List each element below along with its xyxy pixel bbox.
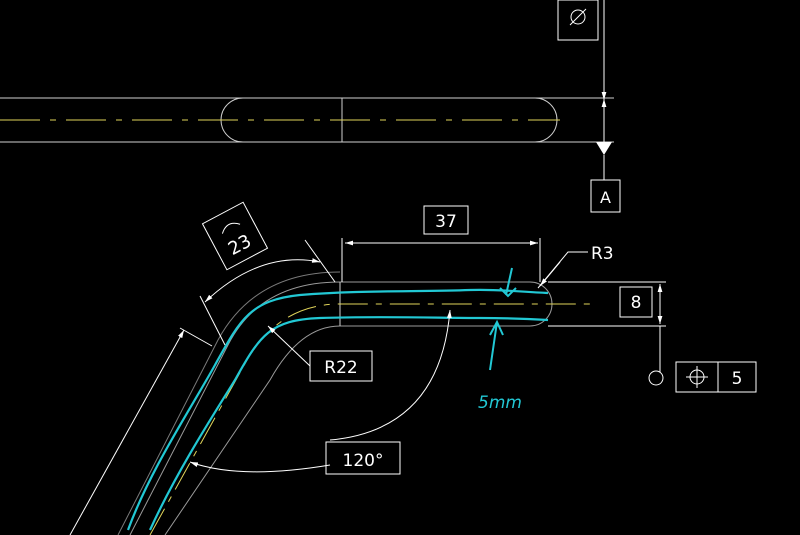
datum-label-frame: A — [590, 179, 621, 213]
markup-arrow-top — [499, 267, 517, 298]
bent-centerline — [149, 303, 590, 535]
arc-length-symbol-icon — [221, 222, 241, 234]
markup-lower-line — [148, 316, 549, 531]
bend-angle-dimension: 120° — [189, 309, 452, 475]
bend-radius-callout: R22 — [267, 325, 373, 382]
position-feature-control-frame: 5 — [648, 361, 757, 393]
bend-angle-value: 120° — [343, 451, 384, 471]
markup-arrow-bottom — [489, 319, 504, 371]
diagonal-dimension — [69, 327, 213, 535]
end-radius-callout: R3 — [537, 244, 614, 289]
markup-layer: 5mm — [126, 267, 549, 531]
flatness-symbol-icon — [570, 9, 586, 25]
flatness-frame — [557, 0, 599, 41]
width-dimension: 8 — [548, 281, 666, 372]
datum-triangle — [596, 142, 612, 155]
length-dimension: 37 — [341, 205, 541, 282]
slot-outline — [220, 97, 558, 143]
length-value: 37 — [435, 212, 457, 232]
markup-note: 5mm — [478, 393, 522, 413]
position-tolerance: 5 — [732, 369, 743, 389]
arc-length-value: 23 — [225, 231, 255, 260]
datum-target-icon — [648, 370, 664, 386]
datum-label: A — [600, 188, 611, 207]
bent-inner-edge — [117, 271, 341, 535]
end-radius-value: R3 — [591, 244, 614, 264]
width-value: 8 — [631, 293, 642, 313]
bend-radius-value: R22 — [324, 358, 357, 378]
side-view — [0, 0, 614, 180]
